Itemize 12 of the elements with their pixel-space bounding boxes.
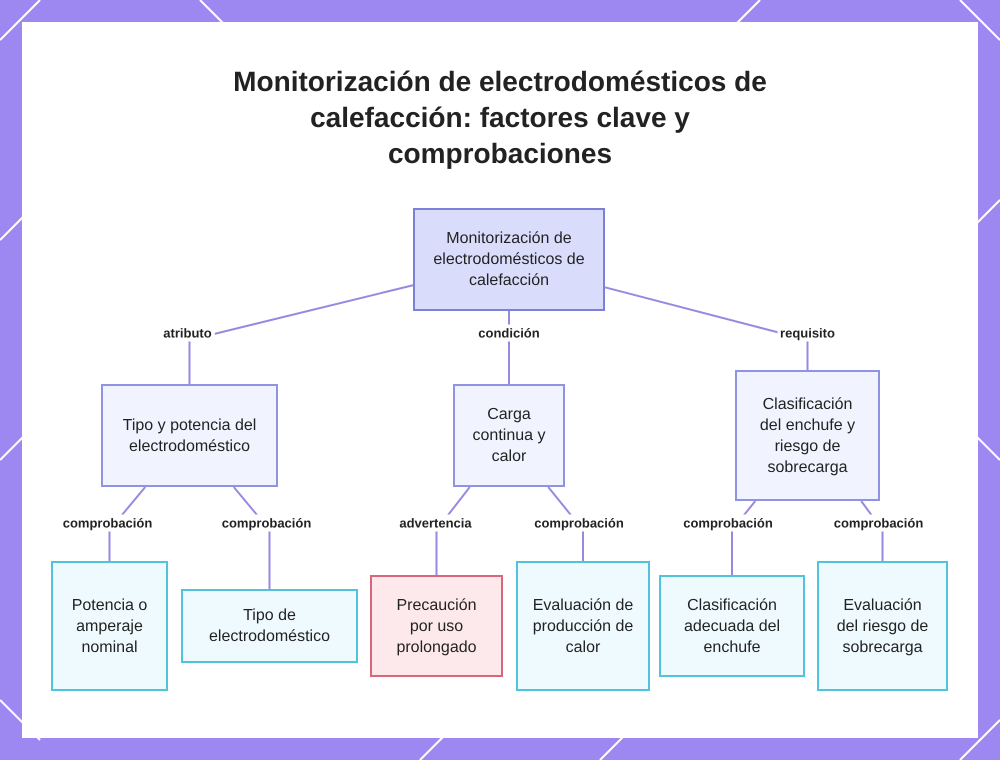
root-topic-box: Monitorización de electrodomésticos de calefacción <box>413 208 605 311</box>
check-box: Potencia o amperaje nominal <box>51 561 168 691</box>
check-box: Evaluación de producción de calor <box>516 561 650 691</box>
warning-box: Precaución por uso prolongado <box>370 575 503 677</box>
check-box: Clasificación adecuada del enchufe <box>659 575 805 677</box>
check-box: Evaluación del riesgo de sobrecarga <box>817 561 948 691</box>
topic-box: Tipo y potencia del electrodoméstico <box>101 384 278 487</box>
title: Monitorización de electrodomésticos de calefacción: factores clave y comprobaciones <box>232 65 768 171</box>
topic-box: Clasificación del enchufe y riesgo de sobrecarga <box>735 370 880 501</box>
topic-box: Carga continua y calor <box>453 384 565 487</box>
connector-line <box>188 284 414 384</box>
check-box: Tipo de electrodoméstico <box>181 589 358 663</box>
